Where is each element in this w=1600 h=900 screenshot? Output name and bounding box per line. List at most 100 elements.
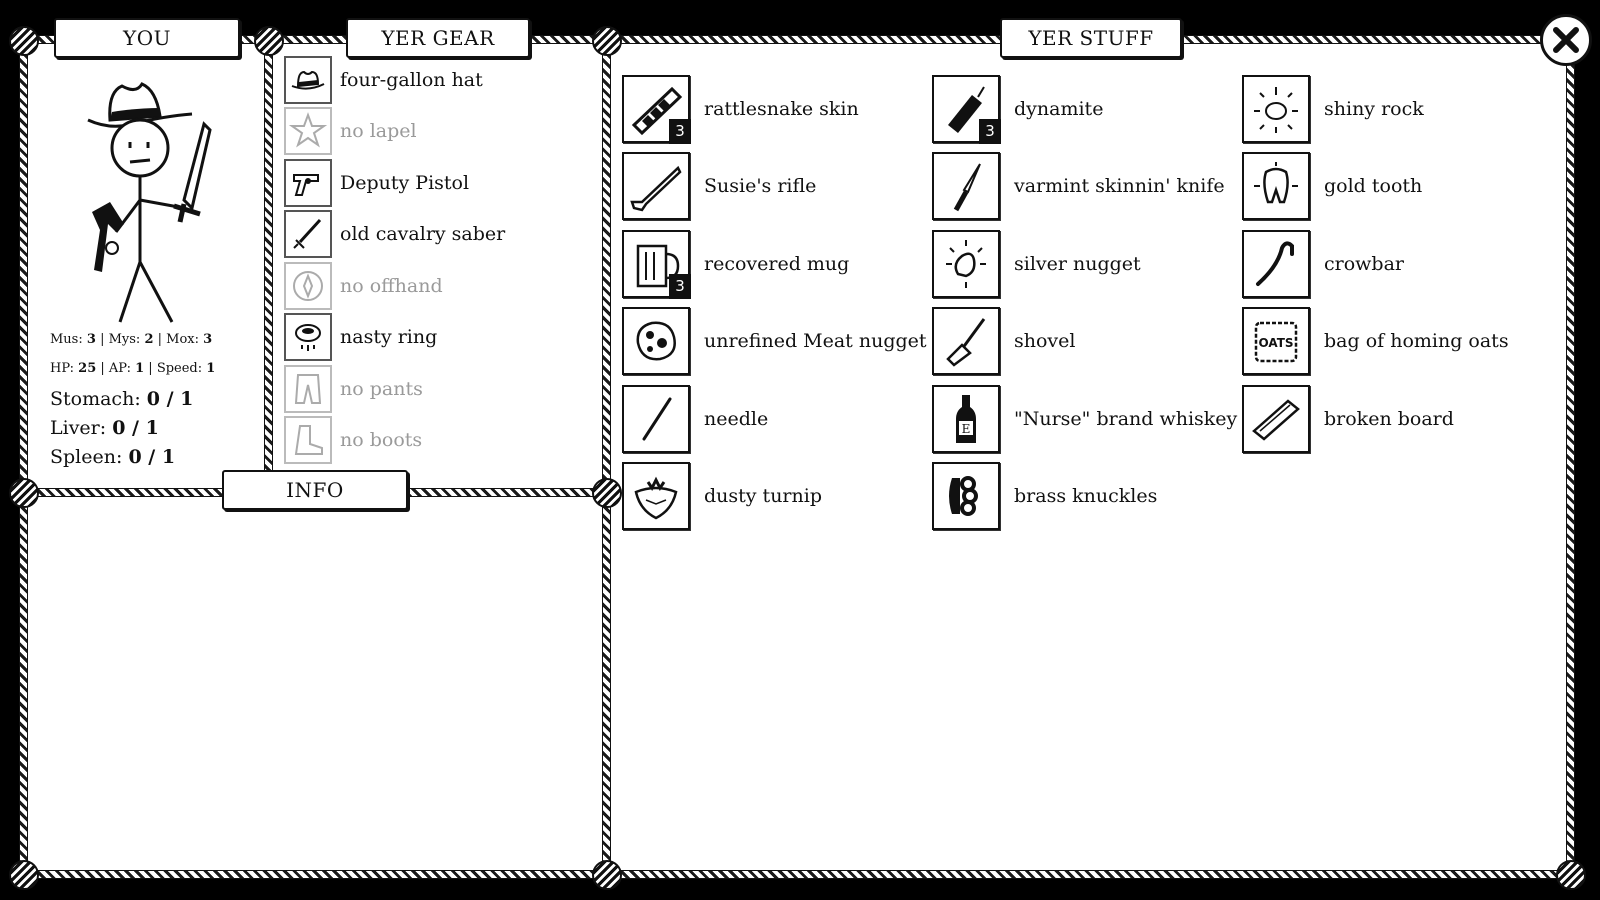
item-label: silver nugget	[1014, 252, 1141, 275]
speed-value: 1	[206, 361, 216, 376]
gear-label: old cavalry saber	[340, 223, 506, 246]
inventory-item[interactable]: E "Nurse" brand whiskey	[932, 380, 1242, 458]
rope-border-right	[1566, 60, 1575, 874]
gear-slot-hat[interactable]: four-gallon hat	[284, 54, 505, 106]
inventory-item[interactable]: Susie's rifle	[622, 148, 932, 226]
character-portrait	[87, 82, 212, 323]
knife-icon	[953, 163, 981, 212]
gear-slot-lapel[interactable]: no lapel	[284, 106, 505, 158]
item-label: varmint skinnin' knife	[1014, 175, 1225, 198]
inventory-item[interactable]: dusty turnip	[622, 458, 932, 536]
mus-value: 3	[86, 332, 96, 347]
item-label: crowbar	[1324, 252, 1404, 275]
svg-text:OATS: OATS	[1258, 336, 1293, 350]
rope-knot	[1556, 860, 1586, 890]
item-label: shovel	[1014, 330, 1076, 353]
inventory-item[interactable]: OATS bag of homing oats	[1242, 303, 1552, 381]
rope-border-top	[22, 35, 1574, 44]
ring-icon	[295, 324, 321, 352]
svg-text:E: E	[962, 422, 971, 436]
inventory-item[interactable]: 3 rattlesnake skin	[622, 70, 932, 148]
rope-knot	[592, 860, 622, 890]
stats-line-combat: HP: 25 | AP: 1 | Speed: 1	[50, 361, 216, 376]
item-label: rattlesnake skin	[704, 97, 859, 120]
inventory-item[interactable]: varmint skinnin' knife	[932, 148, 1242, 226]
stuff-panel-title: YER STUFF	[1000, 18, 1182, 58]
inventory-item[interactable]: unrefined Meat nugget	[622, 303, 932, 381]
inventory-item[interactable]: silver nugget	[932, 225, 1242, 303]
gear-label: no lapel	[340, 120, 417, 143]
gear-slot-weapon[interactable]: Deputy Pistol	[284, 157, 505, 209]
inventory-grid: 3 rattlesnake skin 3 dynamite shiny rock…	[622, 70, 1552, 535]
item-label: brass knuckles	[1014, 485, 1158, 508]
inventory-item[interactable]: shovel	[932, 303, 1242, 381]
gear-label: no offhand	[340, 274, 443, 297]
stats-line-attributes: Mus: 3 | Mys: 2 | Mox: 3	[50, 332, 213, 347]
nugget-icon	[946, 239, 986, 288]
liver-stat: Liver: 0 / 1	[50, 417, 159, 439]
info-panel	[22, 484, 606, 874]
item-label: dynamite	[1014, 97, 1104, 120]
rope-divider-you-gear	[264, 38, 273, 488]
gear-label: nasty ring	[340, 326, 438, 349]
gear-label: four-gallon hat	[340, 68, 483, 91]
crowbar-icon	[1256, 241, 1294, 286]
rope-knot	[9, 478, 39, 508]
mox-value: 3	[203, 332, 213, 347]
dynamite-icon	[948, 86, 985, 133]
gear-slot-accessory[interactable]: nasty ring	[284, 312, 505, 364]
item-count-badge: 3	[669, 273, 691, 299]
item-label: recovered mug	[704, 252, 850, 275]
gear-label: Deputy Pistol	[340, 171, 470, 194]
whiskey-icon: E	[956, 394, 976, 443]
ap-value: 1	[135, 361, 145, 376]
inventory-item[interactable]: shiny rock	[1242, 70, 1552, 148]
gear-list: four-gallon hat no lapel Deputy Pistol o…	[284, 54, 505, 466]
inventory-item[interactable]: gold tooth	[1242, 148, 1552, 226]
shiny-rock-icon	[1254, 86, 1298, 133]
inventory-item[interactable]: 3 dynamite	[932, 70, 1242, 148]
oats-bag-icon: OATS	[1254, 322, 1298, 363]
item-label: broken board	[1324, 407, 1454, 430]
inventory-item[interactable]: 3 recovered mug	[622, 225, 932, 303]
inventory-item[interactable]: brass knuckles	[932, 458, 1242, 536]
item-count-badge: 3	[979, 118, 1001, 144]
item-label: needle	[704, 407, 769, 430]
offhand-icon	[293, 270, 323, 301]
gear-slot-pants[interactable]: no pants	[284, 363, 505, 415]
star-badge-icon	[288, 112, 328, 148]
inventory-item[interactable]: needle	[622, 380, 932, 458]
item-label: bag of homing oats	[1324, 330, 1509, 353]
inventory-item[interactable]: broken board	[1242, 380, 1552, 458]
pistol-icon	[293, 173, 319, 196]
shovel-icon	[946, 318, 986, 367]
info-panel-title: INFO	[222, 470, 408, 510]
gear-label: no boots	[340, 429, 423, 452]
inventory-item[interactable]: crowbar	[1242, 225, 1552, 303]
item-label: Susie's rifle	[704, 175, 817, 198]
gear-label: no pants	[340, 377, 423, 400]
rope-divider-main	[602, 38, 611, 874]
boot-icon	[294, 425, 323, 456]
stuff-panel	[606, 38, 1570, 874]
item-label: "Nurse" brand whiskey	[1014, 407, 1238, 430]
rope-knot	[254, 26, 284, 56]
snakeskin-icon	[631, 86, 683, 135]
rope-knot	[9, 26, 39, 56]
item-label: unrefined Meat nugget	[704, 330, 927, 353]
rifle-icon	[630, 166, 682, 212]
you-panel-title: YOU	[54, 18, 240, 58]
close-icon	[1553, 27, 1579, 53]
spleen-stat: Spleen: 0 / 1	[50, 446, 176, 468]
gear-slot-boots[interactable]: no boots	[284, 415, 505, 467]
mys-value: 2	[144, 332, 154, 347]
close-button[interactable]	[1540, 14, 1592, 66]
tooth-icon	[1254, 162, 1298, 204]
gear-panel-title: YER GEAR	[346, 18, 530, 58]
turnip-icon	[634, 476, 678, 520]
gear-slot-offhand-weapon[interactable]: old cavalry saber	[284, 209, 505, 261]
gear-slot-offhand[interactable]: no offhand	[284, 260, 505, 312]
stomach-stat: Stomach: 0 / 1	[50, 388, 194, 410]
mug-icon	[636, 244, 680, 287]
item-label: gold tooth	[1324, 175, 1423, 198]
